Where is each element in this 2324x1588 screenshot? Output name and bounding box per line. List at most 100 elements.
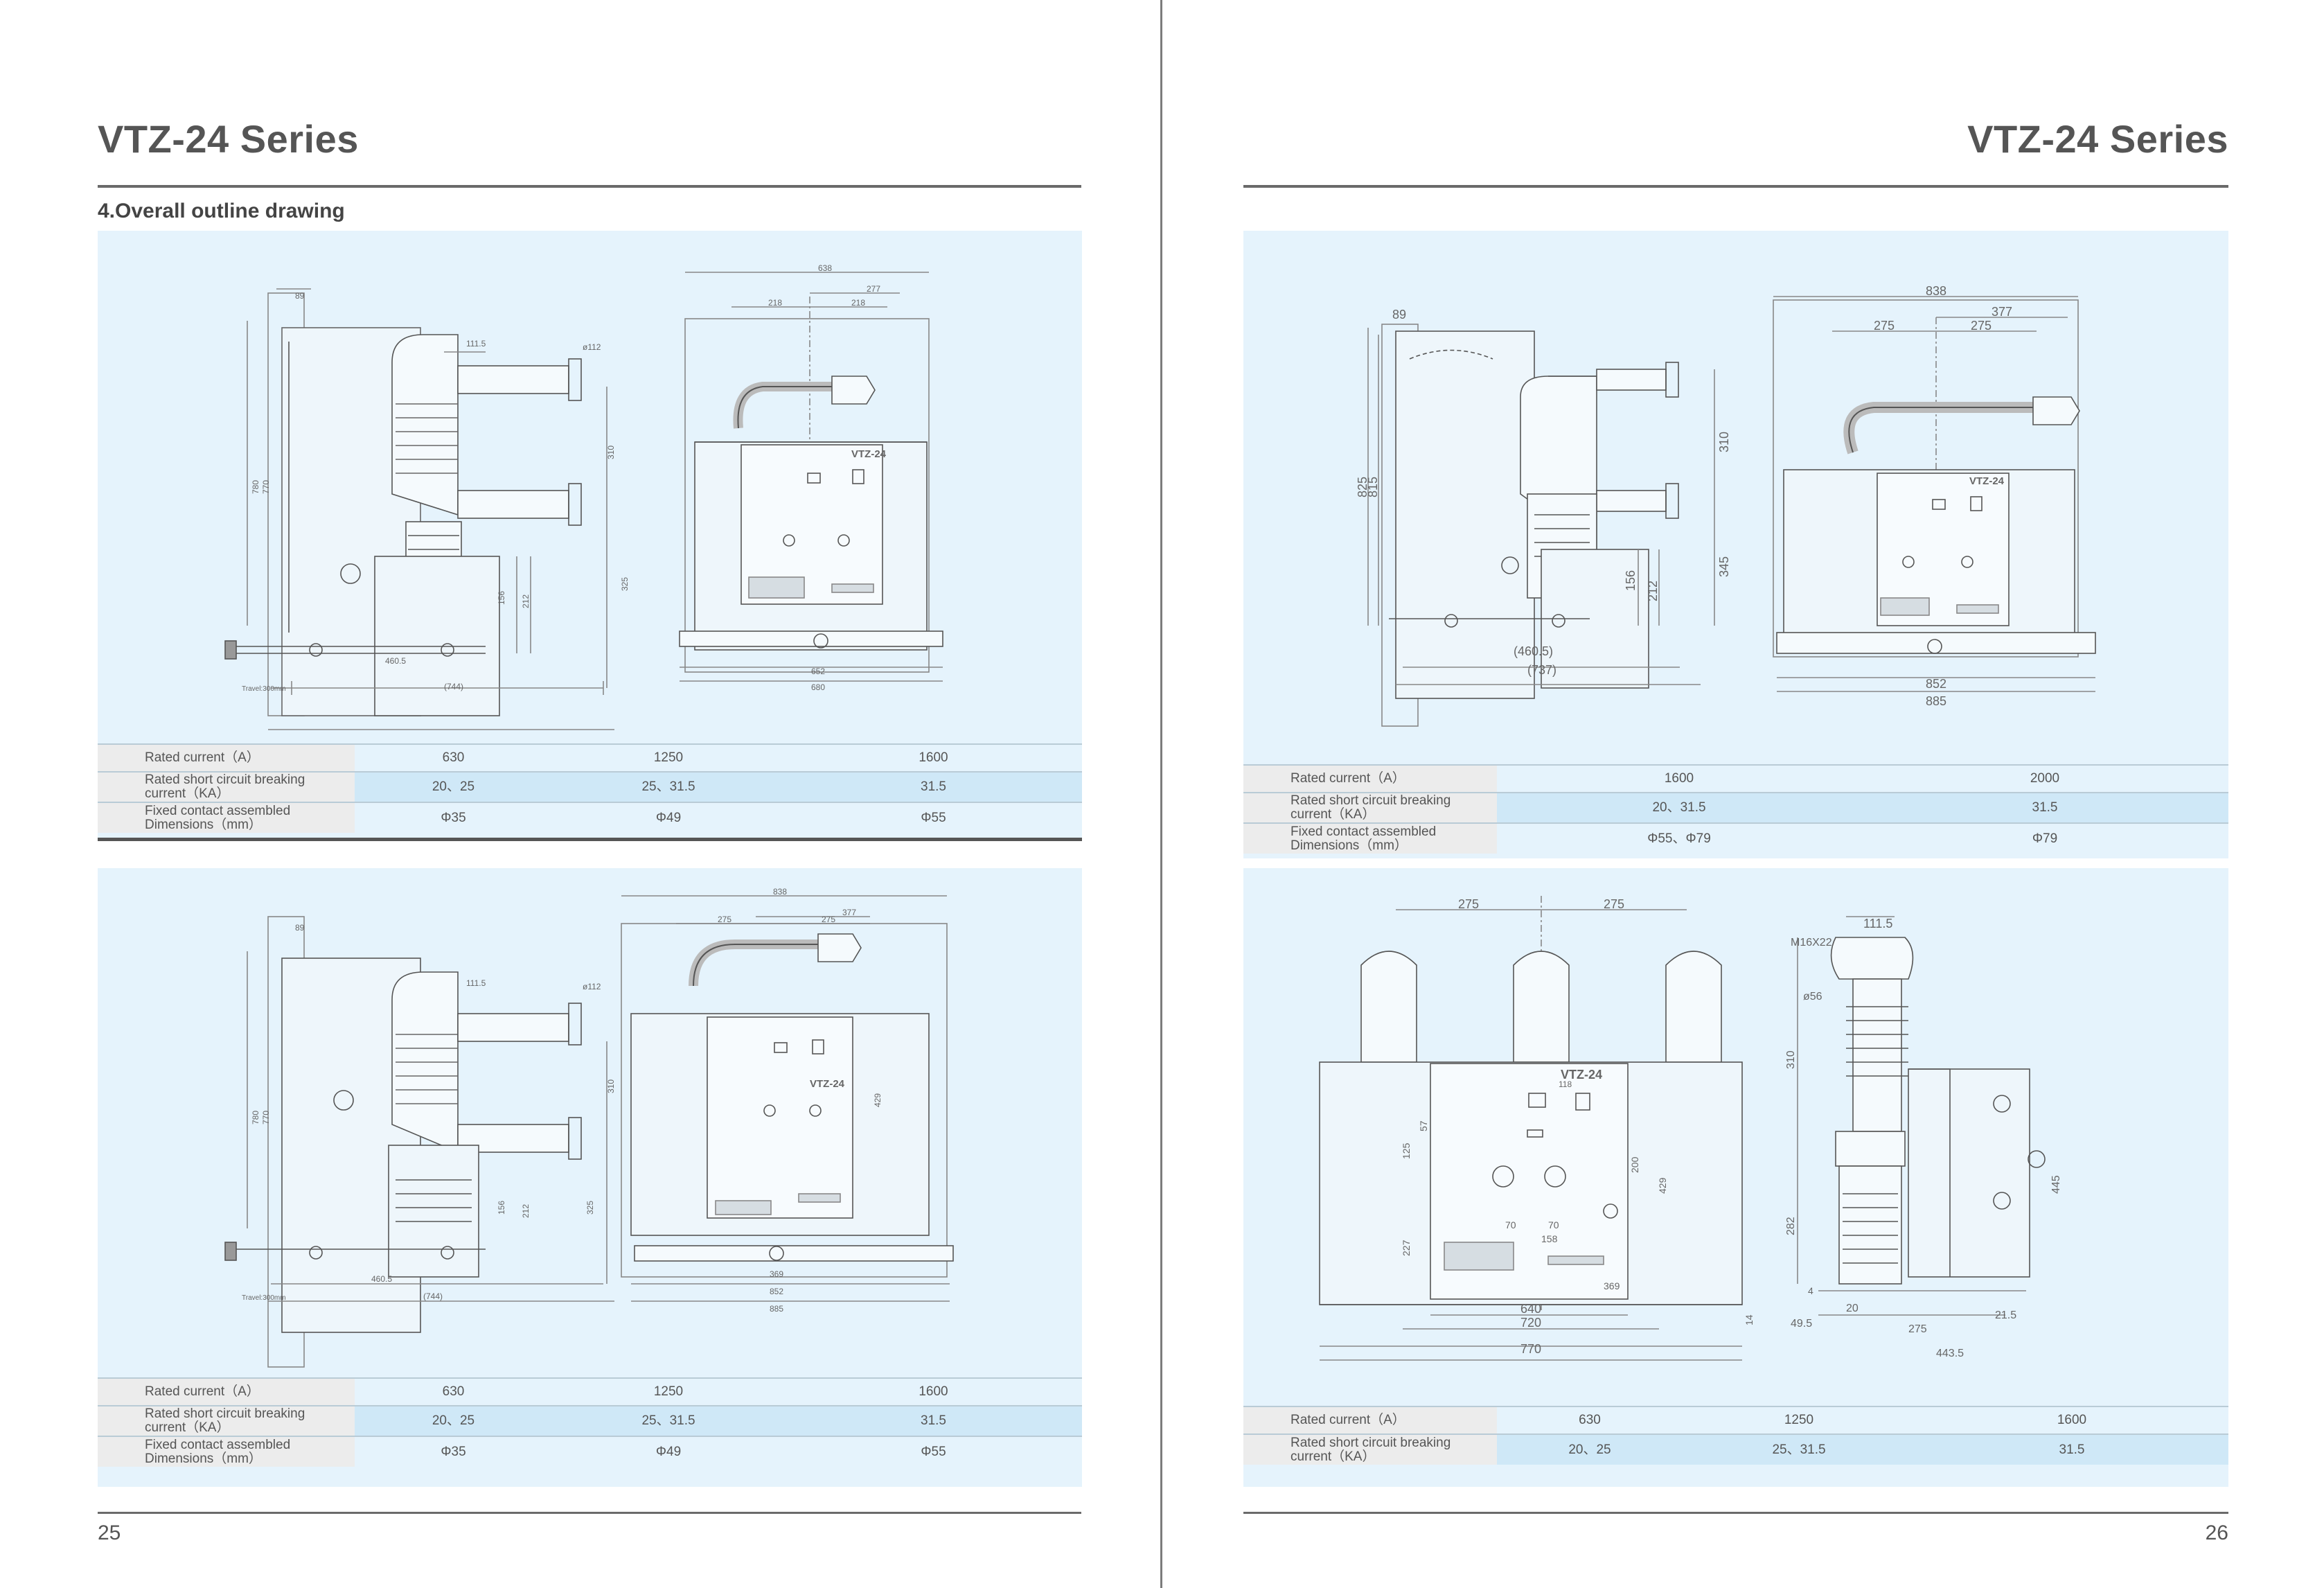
dim-369: 369	[770, 1269, 783, 1279]
spec-value: 31.5	[1915, 1433, 2228, 1465]
spec-value: 20、25	[355, 1405, 552, 1436]
spec-row-rated-current: Rated current（A） 630 1250 1600	[1243, 1406, 2228, 1434]
spec-value: 31.5	[785, 771, 1082, 802]
dim-212: 212	[1646, 581, 1660, 601]
front-model-label: VTZ-24	[810, 1078, 845, 1090]
section-title: 4.Overall outline drawing	[98, 200, 345, 222]
outline-drawing-panel-2: 89 111.5 ø112 780 770 310 325 212 156 46…	[98, 868, 1082, 1487]
dim-680: 680	[811, 682, 825, 692]
dim-429: 429	[1657, 1177, 1668, 1194]
dim-640: 640	[1520, 1302, 1541, 1316]
dim-310: 310	[1785, 1050, 1797, 1069]
page-number: 26	[2205, 1521, 2228, 1544]
spec-value: Φ35	[355, 802, 552, 833]
dim-325: 325	[585, 1201, 595, 1215]
dim-70-left: 70	[1505, 1219, 1516, 1230]
dim-14: 14	[1744, 1314, 1755, 1325]
page-right: VTZ-24 Series	[1162, 0, 2324, 1588]
spec-value: 630	[355, 1377, 552, 1406]
spec-row-fixed-contact: Fixed contact assembled Dimensions（mm） Φ…	[98, 802, 1082, 833]
spec-value: 2000	[1861, 764, 2228, 793]
spec-label: Rated short circuit breaking current（KA）	[1243, 792, 1497, 823]
spec-value: 1600	[1915, 1406, 2228, 1434]
dim-780: 780	[251, 1111, 260, 1124]
dim-310: 310	[606, 445, 616, 459]
spec-label: Fixed contact assembled Dimensions（mm）	[98, 1436, 355, 1467]
dim-m16x22: M16X22	[1791, 937, 1832, 949]
spec-row-breaking-current: Rated short circuit breaking current（KA）…	[98, 1405, 1082, 1436]
spec-value: 1250	[1683, 1406, 1915, 1434]
dim-275-right: 275	[1604, 897, 1624, 911]
dim-377: 377	[1992, 305, 2012, 319]
outline-drawing-panel-4: 275 275 118 125 57 200 429 227 70 70 158…	[1243, 868, 2228, 1487]
three-pole-front-view	[1319, 896, 1743, 1361]
spec-value: 630	[1497, 1406, 1683, 1434]
dim-838: 838	[773, 887, 787, 897]
spec-value: 20、25	[355, 771, 552, 802]
dim-885: 885	[1926, 694, 1946, 708]
spec-value: Φ55、Φ79	[1497, 822, 1861, 854]
table-bottom-rule	[98, 838, 1082, 841]
spec-value: Φ55	[785, 1436, 1082, 1467]
dim-156: 156	[497, 1201, 506, 1215]
spec-label: Fixed contact assembled Dimensions（mm）	[98, 802, 355, 833]
spec-value: Φ79	[1861, 822, 2228, 854]
dim-49-5: 49.5	[1791, 1318, 1812, 1330]
spec-value: 25、31.5	[552, 771, 785, 802]
dim-737: (737)	[1527, 663, 1556, 677]
spec-label: Fixed contact assembled Dimensions（mm）	[1243, 822, 1497, 854]
spec-value: 1600	[785, 1377, 1082, 1406]
spec-table-1: Rated current（A） 630 1250 1600 Rated sho…	[98, 743, 1082, 833]
footer-rule	[98, 1512, 1081, 1514]
dim-652: 652	[811, 667, 825, 676]
dim-70-right: 70	[1548, 1219, 1559, 1230]
dim-744: (744)	[423, 1291, 443, 1301]
spec-table-4: Rated current（A） 630 1250 1600 Rated sho…	[1243, 1406, 2228, 1465]
dim-20: 20	[1846, 1303, 1859, 1314]
dim-825: 825	[1356, 477, 1369, 497]
front-view-drawing	[1773, 296, 2096, 692]
spec-value: 20、31.5	[1497, 792, 1861, 823]
series-title: VTZ-24 Series	[1967, 117, 2228, 161]
dim-852: 852	[1926, 677, 1946, 691]
header-rule	[1243, 185, 2228, 188]
outline-drawing-4: 275 275 118 125 57 200 429 227 70 70 158…	[1243, 868, 2228, 1405]
spec-label: Rated short circuit breaking current（KA）	[98, 1405, 355, 1436]
outline-drawing-2: 89 111.5 ø112 780 770 310 325 212 156 46…	[98, 868, 1082, 1377]
dim-156: 156	[497, 591, 506, 605]
spec-row-fixed-contact: Fixed contact assembled Dimensions（mm） Φ…	[1243, 822, 2228, 854]
dim-212: 212	[521, 1204, 531, 1218]
page-spine	[1160, 0, 1162, 1588]
dim-112: ø112	[583, 982, 601, 991]
spec-row-breaking-current: Rated short circuit breaking current（KA）…	[1243, 1433, 2228, 1465]
dim-445: 445	[2050, 1175, 2062, 1194]
dim-4: 4	[1808, 1285, 1813, 1296]
dim-277: 277	[867, 284, 880, 294]
dim-158: 158	[1541, 1233, 1558, 1244]
dim-770: 770	[261, 480, 271, 494]
dim-638: 638	[818, 263, 832, 273]
spec-label: Rated short circuit breaking current（KA）	[1243, 1433, 1497, 1465]
spec-value: 31.5	[785, 1405, 1082, 1436]
dim-118: 118	[1559, 1079, 1572, 1089]
spec-value: 1250	[552, 1377, 785, 1406]
side-view-drawing	[1367, 324, 1715, 727]
dim-815: 815	[1366, 477, 1380, 497]
spec-label: Rated current（A）	[1243, 1406, 1497, 1434]
front-model-label: VTZ-24	[1561, 1068, 1602, 1082]
spec-table-2: Rated current（A） 630 1250 1600 Rated sho…	[98, 1377, 1082, 1467]
spec-value: 1600	[1497, 764, 1861, 793]
outline-drawing-3: 89 825 815 310 345 156 212 (460.5) (737)…	[1243, 231, 2228, 764]
dim-460-5: 460.5	[385, 656, 406, 666]
front-view-drawing	[621, 895, 954, 1302]
dim-112: ø112	[583, 342, 601, 352]
spec-row-rated-current: Rated current（A） 1600 2000	[1243, 764, 2228, 793]
dim-89: 89	[1392, 308, 1406, 321]
dim-57: 57	[1418, 1120, 1429, 1131]
dim-282: 282	[1785, 1217, 1797, 1235]
dim-218-right: 218	[851, 298, 865, 308]
outline-drawing-panel-3: 89 825 815 310 345 156 212 (460.5) (737)…	[1243, 231, 2228, 858]
spec-label: Rated current（A）	[98, 1377, 355, 1406]
side-view-drawing	[224, 288, 614, 730]
dim-770: 770	[261, 1111, 271, 1124]
